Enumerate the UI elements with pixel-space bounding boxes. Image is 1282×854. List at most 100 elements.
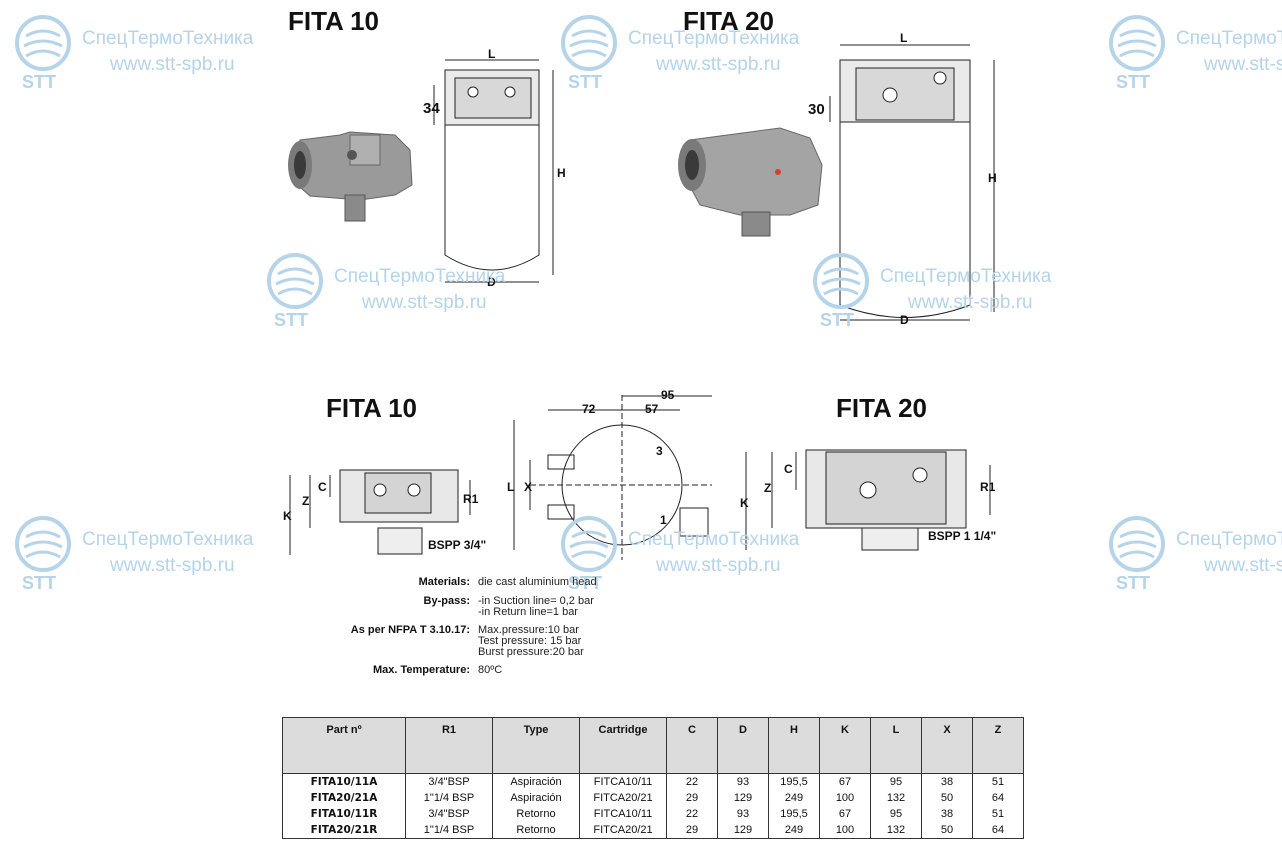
nfpa-value-3: Burst pressure:20 bar bbox=[478, 646, 584, 658]
watermark-logo-text: STT bbox=[568, 72, 602, 92]
table-cell: 129 bbox=[717, 790, 769, 806]
plan-L: L bbox=[507, 480, 514, 494]
table-cell: FITA20/21R bbox=[282, 822, 406, 839]
bypass-label: By-pass: bbox=[423, 595, 470, 607]
watermark: СпецТермоТехника www.stt-spb.ru STT bbox=[14, 14, 284, 94]
table-cell: 95 bbox=[870, 773, 922, 790]
materials-label: Materials: bbox=[418, 576, 470, 588]
fita10-side-C: C bbox=[318, 480, 327, 494]
table-cell: FITCA10/11 bbox=[579, 773, 667, 790]
fita20-side-C: C bbox=[784, 462, 793, 476]
title-fita20-mid: FITA 20 bbox=[836, 393, 928, 423]
watermark-company: СпецТермоТехника bbox=[628, 529, 800, 550]
watermark: СпецТермоТехника www.stt-spb.ru STT bbox=[812, 252, 1082, 332]
fita20-side-Z: Z bbox=[764, 481, 771, 495]
bypass-value-1: -in Suction line= 0,2 bar bbox=[478, 595, 594, 607]
table-cell: 67 bbox=[819, 773, 871, 790]
col-header: X bbox=[921, 717, 973, 774]
plan-view-drawing: 95 72 57 L X 3 1 bbox=[507, 388, 712, 560]
watermark-site: www.stt-spb.ru bbox=[1204, 555, 1282, 576]
table-cell: 132 bbox=[870, 790, 922, 806]
temperature-label: Max. Temperature: bbox=[373, 664, 470, 676]
col-header: L bbox=[870, 717, 922, 774]
table-cell: 132 bbox=[870, 822, 922, 839]
table-cell: FITA10/11A bbox=[282, 773, 406, 790]
plan-72: 72 bbox=[582, 402, 596, 416]
watermark: СпецТермоТехника www.stt-spb.ru STT bbox=[560, 14, 830, 94]
watermark-logo-text: STT bbox=[22, 72, 56, 92]
fita10-side-bspp: BSPP 3/4" bbox=[428, 538, 486, 552]
watermark-company: СпецТермоТехника bbox=[82, 28, 254, 49]
table-cell: 51 bbox=[972, 806, 1024, 822]
plan-3: 3 bbox=[656, 444, 663, 458]
fita20-top-drawing: L H D 30 bbox=[808, 31, 997, 327]
fita10-top-L: L bbox=[488, 47, 495, 61]
table-cell: 93 bbox=[717, 773, 769, 790]
title-fita20-top: FITA 20 bbox=[683, 6, 775, 36]
table-cell: 3/4"BSP bbox=[405, 806, 493, 822]
table-cell: 67 bbox=[819, 806, 871, 822]
fita10-side-K: K bbox=[283, 509, 292, 523]
plan-57: 57 bbox=[645, 402, 659, 416]
watermark: СпецТермоТехника www.stt-spb.ru STT bbox=[1108, 515, 1282, 595]
table-row: FITA10/11R 3/4"BSP Retorno FITCA10/11 22… bbox=[282, 806, 1024, 822]
table-cell: 38 bbox=[921, 806, 973, 822]
stt-logo-icon bbox=[15, 15, 71, 71]
col-header: Cartridge bbox=[579, 717, 667, 774]
watermark-company: СпецТермоТехника bbox=[1176, 28, 1282, 49]
table-cell: 22 bbox=[666, 806, 718, 822]
nfpa-value-2: Test pressure: 15 bar bbox=[478, 635, 582, 647]
watermark-site: www.stt-spb.ru bbox=[656, 555, 781, 576]
watermark: СпецТермоТехника www.stt-spb.ru STT bbox=[560, 515, 830, 595]
watermark-site: www.stt-spb.ru bbox=[362, 292, 487, 313]
fita10-top-drawing: L H D 34 bbox=[423, 47, 566, 289]
table-cell: 249 bbox=[768, 822, 820, 839]
materials-value: die cast aluminium head bbox=[478, 576, 597, 588]
col-header: K bbox=[819, 717, 871, 774]
watermark-site: www.stt-spb.ru bbox=[656, 54, 781, 75]
fita20-side-R1: R1 bbox=[980, 480, 996, 494]
col-header: H bbox=[768, 717, 820, 774]
specifications: Materials: By-pass: As per NFPA T 3.10.1… bbox=[300, 575, 470, 685]
table-cell: 50 bbox=[921, 822, 973, 839]
stt-logo-icon bbox=[561, 15, 617, 71]
table-cell: Aspiración bbox=[492, 790, 580, 806]
fita10-side-Z: Z bbox=[302, 494, 309, 508]
watermark-company: СпецТермоТехника bbox=[880, 266, 1052, 287]
col-header: Part nº bbox=[282, 717, 406, 774]
watermark-site: www.stt-spb.ru bbox=[908, 292, 1033, 313]
watermark-logo-text: STT bbox=[274, 310, 308, 330]
title-fita10-top: FITA 10 bbox=[288, 6, 380, 36]
table-header-row: Part nº R1 Type Cartridge C D H K L X Z bbox=[282, 717, 1024, 774]
table-cell: 29 bbox=[666, 822, 718, 839]
table-cell: 100 bbox=[819, 790, 871, 806]
fita20-top-D: D bbox=[900, 313, 909, 327]
table-cell: 1"1/4 BSP bbox=[405, 822, 493, 839]
watermark-logo-text: STT bbox=[22, 573, 56, 593]
col-header: C bbox=[666, 717, 718, 774]
table-cell: FITA10/11R bbox=[282, 806, 406, 822]
watermark: СпецТермоТехника www.stt-spb.ru STT bbox=[266, 252, 536, 332]
table-cell: FITCA20/21 bbox=[579, 822, 667, 839]
nfpa-value-1: Max.pressure:10 bar bbox=[478, 624, 579, 636]
table-cell: 129 bbox=[717, 822, 769, 839]
stt-logo-icon bbox=[15, 516, 71, 572]
col-header: Z bbox=[972, 717, 1024, 774]
table-cell: 64 bbox=[972, 822, 1024, 839]
watermark-logo-text: STT bbox=[1116, 72, 1150, 92]
watermark-site: www.stt-spb.ru bbox=[1204, 54, 1282, 75]
table-cell: 3/4"BSP bbox=[405, 773, 493, 790]
fita10-top-H: H bbox=[557, 166, 566, 180]
table-cell: 50 bbox=[921, 790, 973, 806]
table-cell: 38 bbox=[921, 773, 973, 790]
specifications-values: die cast aluminium head -in Suction line… bbox=[478, 575, 678, 685]
table-row: FITA10/11A 3/4"BSP Aspiración FITCA10/11… bbox=[282, 773, 1024, 790]
fita10-top-D: D bbox=[487, 275, 496, 289]
watermark-company: СпецТермоТехника bbox=[1176, 529, 1282, 550]
nfpa-label: As per NFPA T 3.10.17: bbox=[350, 624, 470, 636]
table-cell: 195,5 bbox=[768, 806, 820, 822]
table-cell: Retorno bbox=[492, 806, 580, 822]
watermark-logo-text: STT bbox=[1116, 573, 1150, 593]
watermark-logo-text: STT bbox=[568, 573, 602, 593]
table-cell: 1"1/4 BSP bbox=[405, 790, 493, 806]
